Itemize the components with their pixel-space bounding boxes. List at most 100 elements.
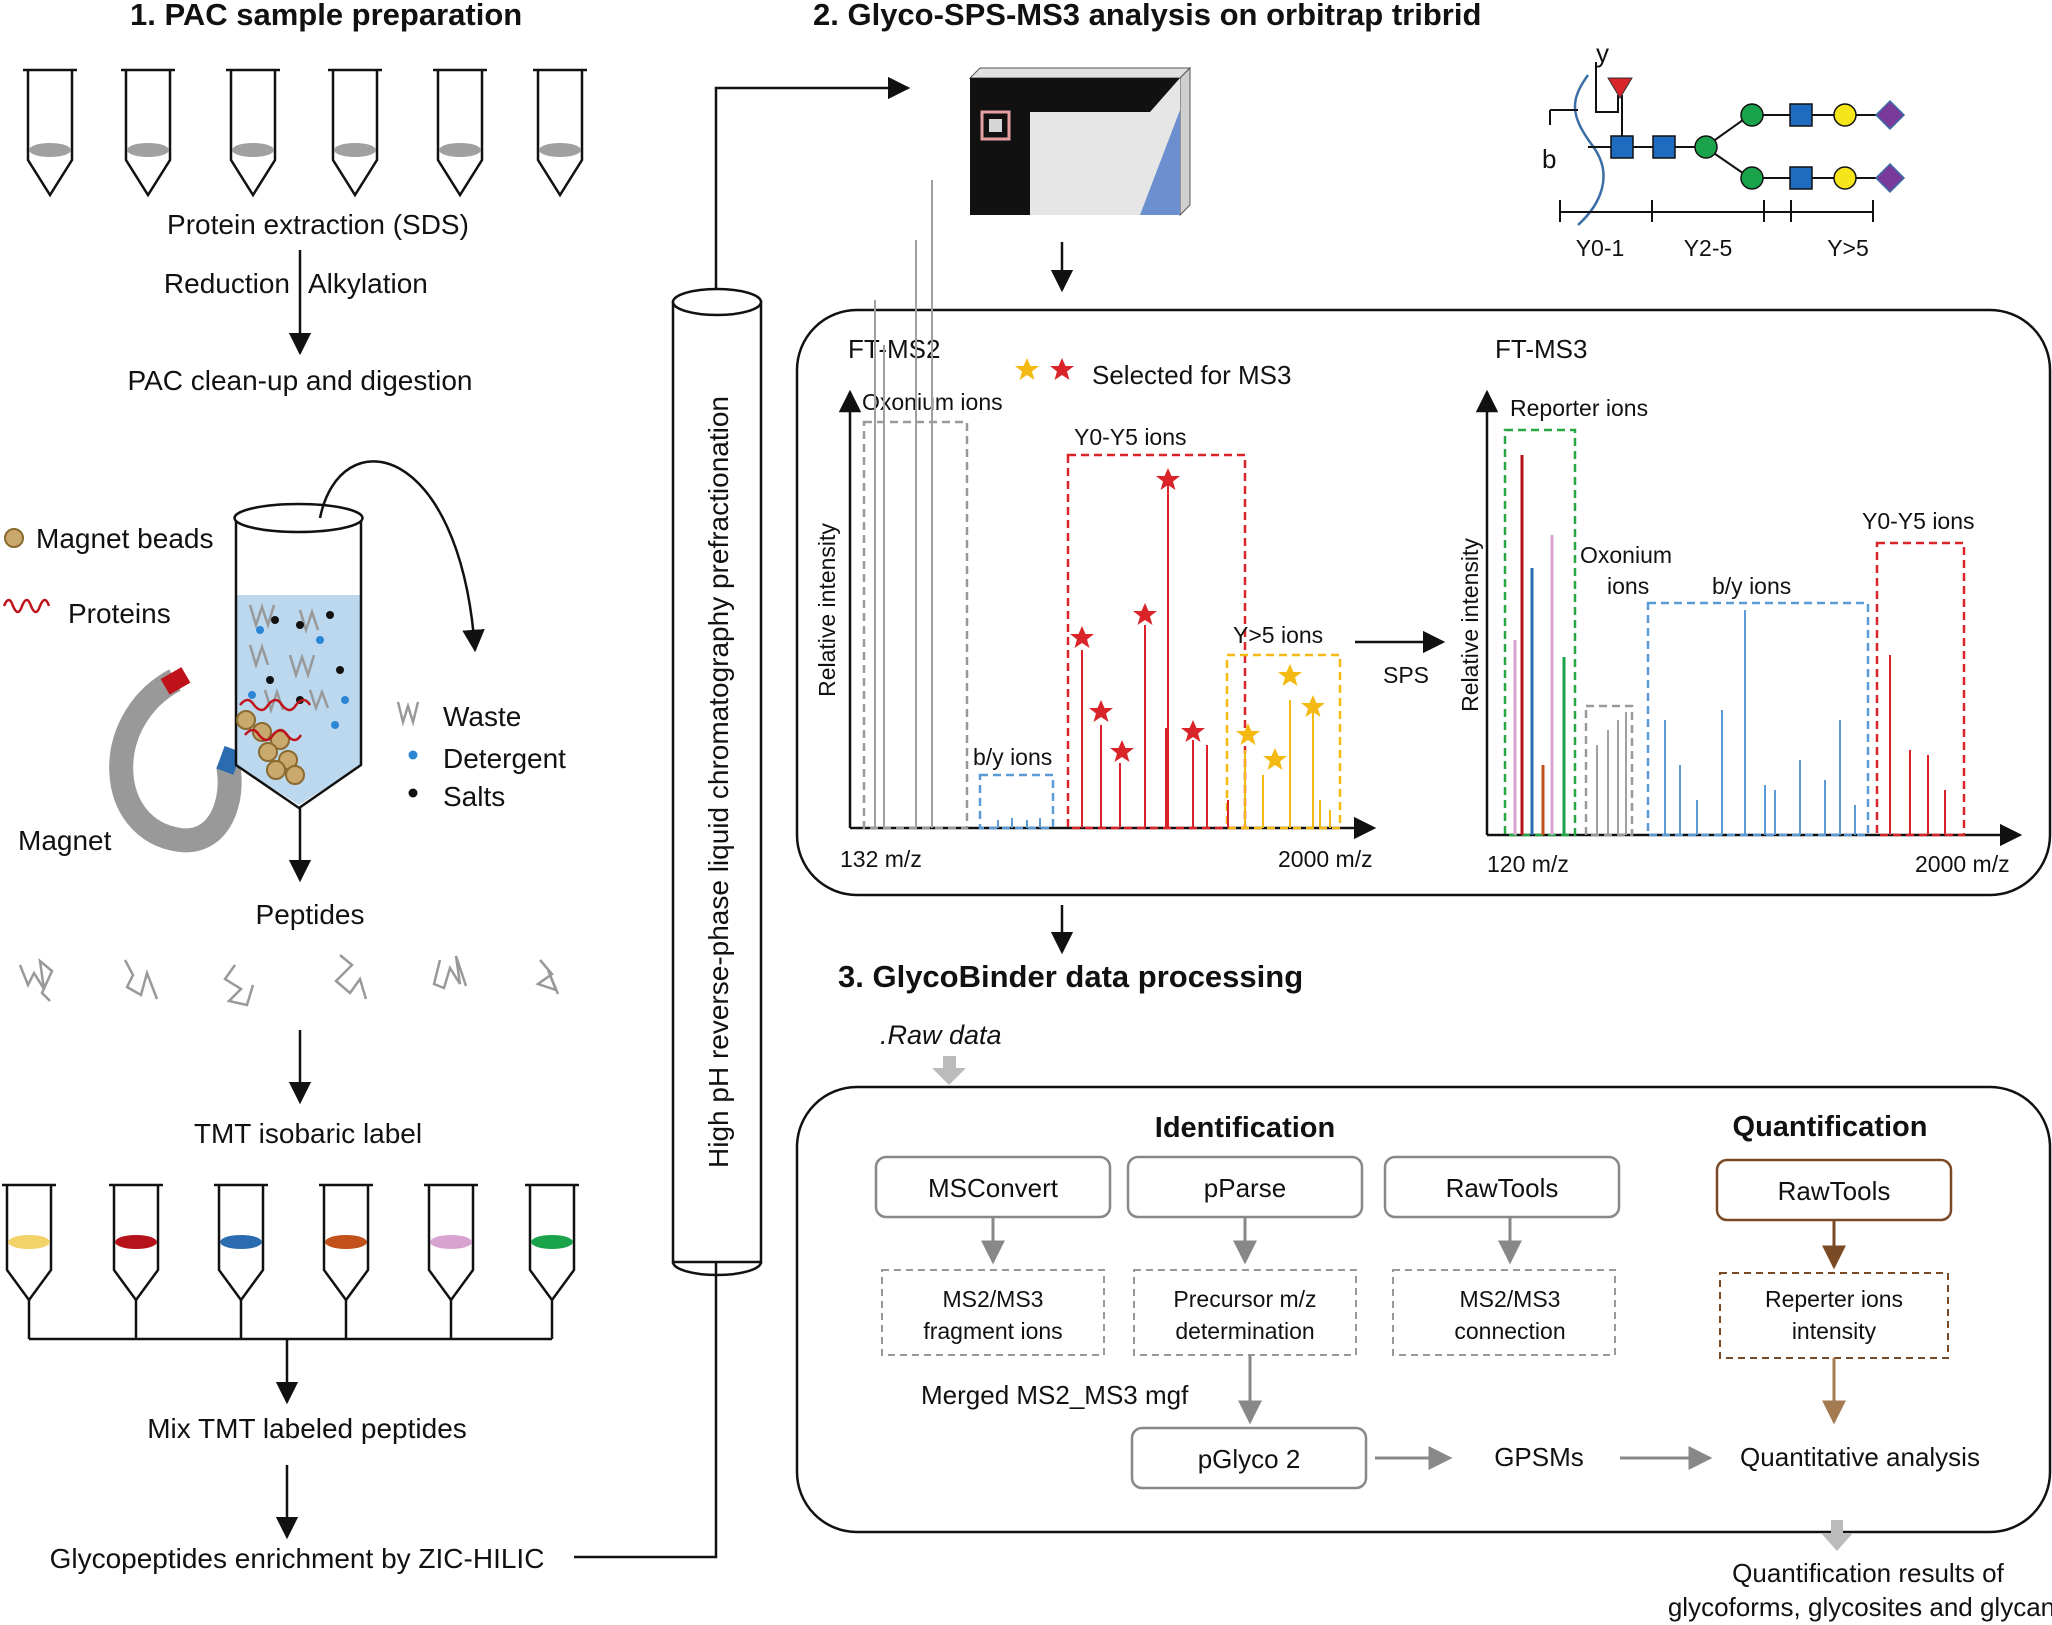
ms3-peaks xyxy=(1513,455,1946,835)
red-star-icon xyxy=(1110,740,1134,762)
ms3-oxonium-label-1: Oxonium xyxy=(1580,542,1672,568)
ms3-reporter-box xyxy=(1503,428,1577,837)
cleanup-label: PAC clean-up and digestion xyxy=(127,365,472,396)
tmt-tube xyxy=(424,1183,478,1339)
rawtools-id-box xyxy=(1383,1155,1621,1219)
ms2-y5plus-box xyxy=(1225,653,1342,830)
selected-star-yellow-icon xyxy=(1015,358,1039,380)
glycan-seg1-label: Y0-1 xyxy=(1576,235,1625,261)
tmt-label-band xyxy=(325,1235,367,1249)
quant-analysis-label: Quantitative analysis xyxy=(1740,1442,1980,1472)
ms3-y0y5-box xyxy=(1875,541,1966,837)
red-star-icon xyxy=(1156,468,1180,490)
fragment-ions-box xyxy=(881,1269,1105,1356)
bead-icon xyxy=(4,528,24,548)
salts-label: Salts xyxy=(443,781,505,812)
ms2-x-max: 2000 m/z xyxy=(1278,846,1373,872)
precursor-line1: Precursor m/z xyxy=(1173,1286,1316,1312)
raw-arrow-icon xyxy=(932,1056,966,1085)
connection-line2: connection xyxy=(1454,1318,1565,1344)
yellow-star-icon xyxy=(1278,664,1302,686)
ms3-reporter-label: Reporter ions xyxy=(1510,395,1648,421)
waste-icon xyxy=(396,701,420,727)
sample-tubes-row xyxy=(23,68,587,198)
fragment-ions-line2: fragment ions xyxy=(923,1318,1062,1344)
precursor-line2: determination xyxy=(1175,1318,1314,1344)
yellow-star-icon xyxy=(1301,695,1325,717)
sample-tube xyxy=(121,68,175,198)
tmt-label: TMT isobaric label xyxy=(194,1118,422,1149)
magnet-icon xyxy=(109,667,242,853)
alkylation-label: Alkylation xyxy=(308,268,428,299)
waste-arrow xyxy=(318,460,485,653)
ms3-y0y5-label: Y0-Y5 ions xyxy=(1862,508,1975,534)
ms3-title: FT-MS3 xyxy=(1495,334,1587,364)
detergent-icon xyxy=(408,750,418,760)
connection-box xyxy=(1392,1269,1616,1356)
section-2-title: 2. Glyco-SPS-MS3 analysis on orbitrap tr… xyxy=(813,0,1481,32)
glycan-b-label: b xyxy=(1542,144,1556,174)
ms3-x-min: 120 m/z xyxy=(1487,851,1569,877)
raw-data-label: .Raw data xyxy=(880,1020,1002,1050)
yellow-star-icon xyxy=(1236,723,1260,745)
legend-beads-label: Magnet beads xyxy=(36,523,213,554)
identification-title: Identification xyxy=(1155,1112,1335,1144)
quantification-title: Quantification xyxy=(1733,1111,1928,1143)
results-arrow-icon xyxy=(1821,1520,1853,1551)
pac-tube xyxy=(233,502,364,810)
ms3-by-label: b/y ions xyxy=(1712,573,1791,599)
results-line1: Quantification results of xyxy=(1732,1558,2004,1588)
gpsms-label: GPSMs xyxy=(1494,1442,1584,1472)
glycan-seg2-label: Y2-5 xyxy=(1684,235,1733,261)
red-star-icon xyxy=(1133,603,1157,625)
glycan-seg3-label: Y>5 xyxy=(1827,235,1869,261)
ms3-oxonium-label-2: ions xyxy=(1607,573,1649,599)
results-line2: glycoforms, glycosites and glycans xyxy=(1668,1592,2052,1622)
sps-label: SPS xyxy=(1383,662,1429,688)
magnet-label: Magnet xyxy=(18,825,112,856)
sample-tube xyxy=(533,68,587,198)
selected-for-ms3-label: Selected for MS3 xyxy=(1092,360,1291,390)
orbitrap-instrument-icon xyxy=(968,66,1192,217)
section-3-title: 3. GlycoBinder data processing xyxy=(838,959,1303,994)
column-label: High pH reverse-phase liquid chromatogra… xyxy=(703,396,734,1168)
waste-label: Waste xyxy=(443,701,521,732)
ms2-y-label: Relative intensity xyxy=(814,523,840,697)
section-1-title: 1. PAC sample preparation xyxy=(130,0,522,32)
lc-column: High pH reverse-phase liquid chromatogra… xyxy=(671,287,763,1277)
reduction-label: Reduction xyxy=(164,268,290,299)
peptides-label: Peptides xyxy=(256,899,365,930)
tmt-label-band xyxy=(115,1235,157,1249)
spectra-panel xyxy=(795,308,2052,897)
ms2-y0y5-box xyxy=(1066,453,1247,830)
tmt-tubes-row xyxy=(2,1183,579,1339)
processing-panel xyxy=(795,1085,2052,1534)
protein-icon xyxy=(2,598,51,614)
ms3-x-max: 2000 m/z xyxy=(1915,851,2010,877)
rawtools-id-label: RawTools xyxy=(1446,1173,1559,1203)
connection-line1: MS2/MS3 xyxy=(1460,1286,1561,1312)
ms2-y0y5-label: Y0-Y5 ions xyxy=(1074,424,1187,450)
sample-tube xyxy=(433,68,487,198)
sample-tube xyxy=(23,68,77,198)
ms2-title: FT-MS2 xyxy=(848,334,940,364)
glycan-y-label: y xyxy=(1596,38,1609,68)
salts-icon xyxy=(408,788,418,798)
mix-label: Mix TMT labeled peptides xyxy=(147,1413,467,1444)
precursor-box xyxy=(1133,1269,1357,1356)
tmt-label-band xyxy=(531,1235,573,1249)
selected-star-red-icon xyxy=(1050,358,1074,380)
section-2: 2. Glyco-SPS-MS3 analysis on orbitrap tr… xyxy=(795,0,2052,955)
peptide-squiggles xyxy=(18,954,560,1007)
ms2-x-min: 132 m/z xyxy=(840,846,922,872)
enrichment-label: Glycopeptides enrichment by ZIC-HILIC xyxy=(50,1543,545,1574)
tmt-label-band xyxy=(8,1235,50,1249)
tmt-tube xyxy=(109,1183,163,1339)
tmt-label-band xyxy=(220,1235,262,1249)
tmt-tube xyxy=(525,1183,579,1339)
ms2-by-label: b/y ions xyxy=(973,744,1052,770)
glycan-structure: b y xyxy=(1542,38,1906,261)
fragment-ions-line1: MS2/MS3 xyxy=(943,1286,1044,1312)
